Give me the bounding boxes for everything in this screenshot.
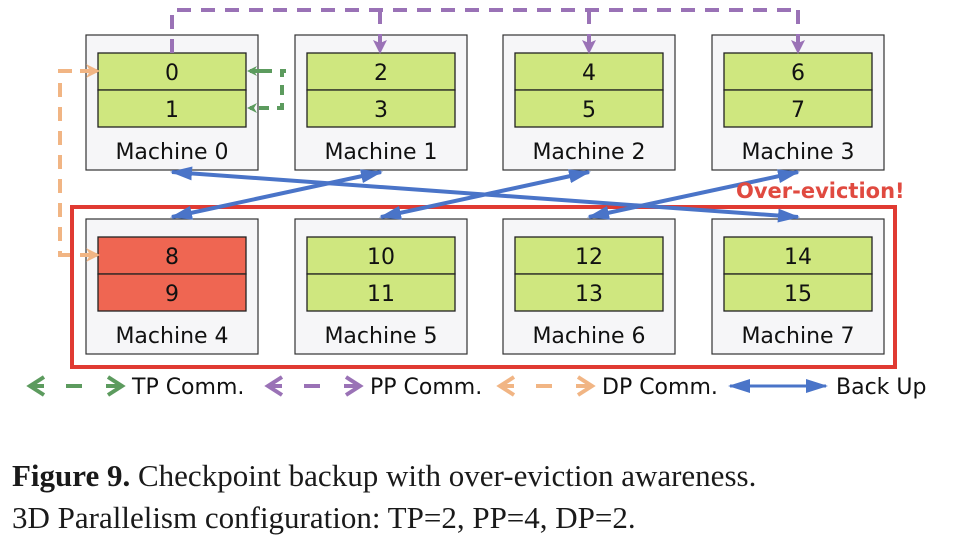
machine-label: Machine 7 xyxy=(741,324,854,349)
dp-comm-line xyxy=(58,69,96,257)
gpu-cell xyxy=(514,236,664,275)
evicted-gpu-cell xyxy=(97,236,247,275)
pp-legend-left-arrow-icon xyxy=(264,375,284,397)
pp-legend-right-arrow-icon xyxy=(344,375,364,397)
gpu-cell xyxy=(723,52,873,91)
gpu-cell xyxy=(514,89,664,128)
machine-label: Machine 1 xyxy=(324,140,437,165)
legend-item-tp: TP Comm. xyxy=(26,375,244,400)
backup-arrow xyxy=(379,169,591,220)
gpu-cell xyxy=(723,89,873,128)
gpu-cell xyxy=(97,89,247,128)
caption-line-1: Figure 9. Checkpoint backup with over-ev… xyxy=(12,458,756,494)
gpu-rank-label: 14 xyxy=(784,245,812,270)
legend-item-backup: Back Up xyxy=(728,375,926,400)
legend-label: TP Comm. xyxy=(131,375,244,400)
gpu-rank-label: 6 xyxy=(791,61,805,86)
machine-label: Machine 3 xyxy=(741,140,854,165)
gpu-rank-label: 5 xyxy=(582,98,596,123)
gpu-rank-label: 2 xyxy=(374,61,388,86)
gpu-cell xyxy=(514,273,664,312)
gpu-rank-label: 1 xyxy=(165,98,179,123)
legend-label: PP Comm. xyxy=(370,375,482,400)
tp-legend-right-arrow-icon xyxy=(106,375,126,397)
gpu-rank-label: 11 xyxy=(367,282,395,307)
legend-item-pp: PP Comm. xyxy=(264,375,482,400)
pp-comm-line xyxy=(170,8,798,53)
dp-legend-right-arrow-icon xyxy=(576,375,596,397)
figure-label: Figure 9. xyxy=(12,458,131,493)
legend-item-dp: DP Comm. xyxy=(496,375,718,400)
evicted-gpu-cell xyxy=(97,273,247,312)
legend-label: Back Up xyxy=(836,375,926,400)
gpu-rank-label: 7 xyxy=(791,98,805,123)
gpu-rank-label: 8 xyxy=(165,245,179,270)
gpu-cell xyxy=(306,236,456,275)
backup-arrow xyxy=(587,169,800,220)
gpu-cell xyxy=(306,273,456,312)
backup-arrow xyxy=(170,169,383,220)
gpu-cell xyxy=(97,52,247,91)
over-eviction-label: Over-eviction! xyxy=(736,179,905,203)
gpu-rank-label: 0 xyxy=(165,61,179,86)
gpu-rank-label: 9 xyxy=(165,282,179,307)
machine-label: Machine 2 xyxy=(532,140,645,165)
machine-label: Machine 4 xyxy=(115,324,228,349)
gpu-rank-label: 13 xyxy=(575,282,603,307)
gpu-rank-label: 10 xyxy=(367,245,395,270)
machine-label: Machine 6 xyxy=(532,324,645,349)
tp-legend-left-arrow-icon xyxy=(26,375,46,397)
gpu-cell xyxy=(723,273,873,312)
gpu-cell xyxy=(514,52,664,91)
tp-comm-arrow xyxy=(247,69,286,113)
dp-legend-left-arrow-icon xyxy=(496,375,516,397)
gpu-rank-label: 12 xyxy=(575,245,603,270)
machine-label: Machine 0 xyxy=(115,140,228,165)
gpu-rank-label: 15 xyxy=(784,282,812,307)
machine-label: Machine 5 xyxy=(324,324,437,349)
gpu-cell xyxy=(723,236,873,275)
gpu-cell xyxy=(306,89,456,128)
caption-text-1: Checkpoint backup with over-eviction awa… xyxy=(130,458,757,493)
legend-label: DP Comm. xyxy=(602,375,718,400)
gpu-rank-label: 3 xyxy=(374,98,388,123)
caption-line-2: 3D Parallelism configuration: TP=2, PP=4… xyxy=(12,500,636,535)
gpu-rank-label: 4 xyxy=(582,61,596,86)
